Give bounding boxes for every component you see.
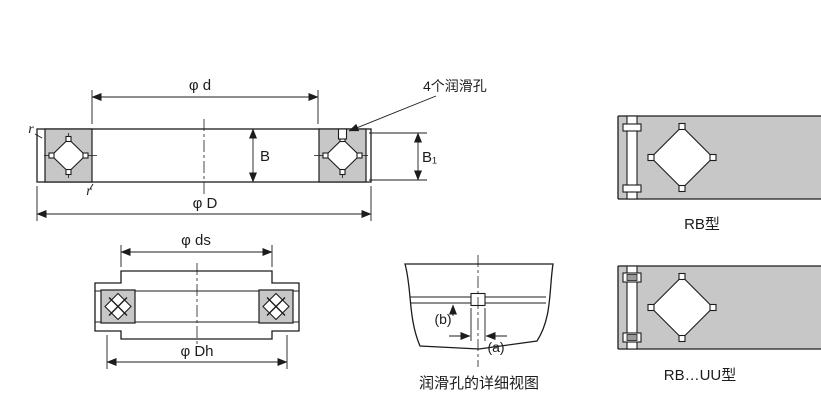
fillet-label-bottom: r (86, 184, 92, 199)
right-roller-notch-bottom (339, 168, 346, 176)
dim-label-outer: φ D (193, 195, 218, 212)
right-roller-notch-right (356, 152, 363, 159)
dim-label-housing-shoulder: φ Dh (180, 343, 213, 360)
gap-detail-top (622, 123, 642, 132)
lube-holes-leader (348, 95, 437, 132)
ring-gap-slot (626, 265, 638, 350)
left-roller-notch-right (82, 152, 89, 159)
dim-label-b: (b) (434, 311, 451, 327)
roller-notch-top (678, 122, 686, 131)
right-roller-notch-left (322, 152, 329, 159)
left-roller-cross (108, 297, 128, 316)
right-roller-cross (266, 297, 286, 316)
lube-hole-detail-view: (b) (a) 润滑孔的详细视图 (404, 255, 554, 392)
left-roller-notch-top (65, 135, 72, 143)
gap-detail-bottom (622, 184, 642, 193)
dim-label-width-b1: B₁ (422, 149, 437, 166)
left-roller-notch-bottom (65, 168, 72, 176)
rb-uu-type-caption: RB…UU型 (664, 367, 737, 384)
fillet-leader-bottom (89, 183, 94, 190)
ring-gap-slot (626, 115, 638, 200)
rb-uu-type-section: RB…UU型 (617, 265, 821, 384)
fillet-label-top: r (28, 122, 34, 137)
fillet-leader-top (34, 133, 43, 139)
rb-type-caption: RB型 (684, 216, 720, 233)
seal-bottom (626, 334, 638, 341)
left-roller-notch-left (48, 152, 55, 159)
detail-view-caption: 润滑孔的详细视图 (419, 375, 539, 392)
dim-label-a: (a) (487, 339, 504, 355)
dim-label-shaft-shoulder: φ ds (181, 232, 211, 249)
seal-top (626, 274, 638, 281)
shoulder-dimensions-view: φ ds φ Dh (94, 232, 300, 369)
main-section-view: φ d φ D B B₁ r r 4个润滑孔 (28, 77, 487, 221)
lube-hole (337, 128, 348, 140)
roller-notch-left (647, 153, 655, 162)
roller-notch-right (709, 303, 717, 312)
roller-notch-bottom (678, 334, 686, 343)
dim-label-width: B (260, 148, 270, 165)
lube-holes-label: 4个润滑孔 (423, 78, 487, 94)
roller-notch-left (647, 303, 655, 312)
roller-notch-bottom (678, 184, 686, 193)
dim-label-bore: φ d (189, 77, 211, 94)
roller-notch-right (709, 153, 717, 162)
rb-type-section: RB型 (617, 115, 821, 233)
roller-notch-top (678, 272, 686, 281)
broken-section-shape (404, 263, 554, 350)
